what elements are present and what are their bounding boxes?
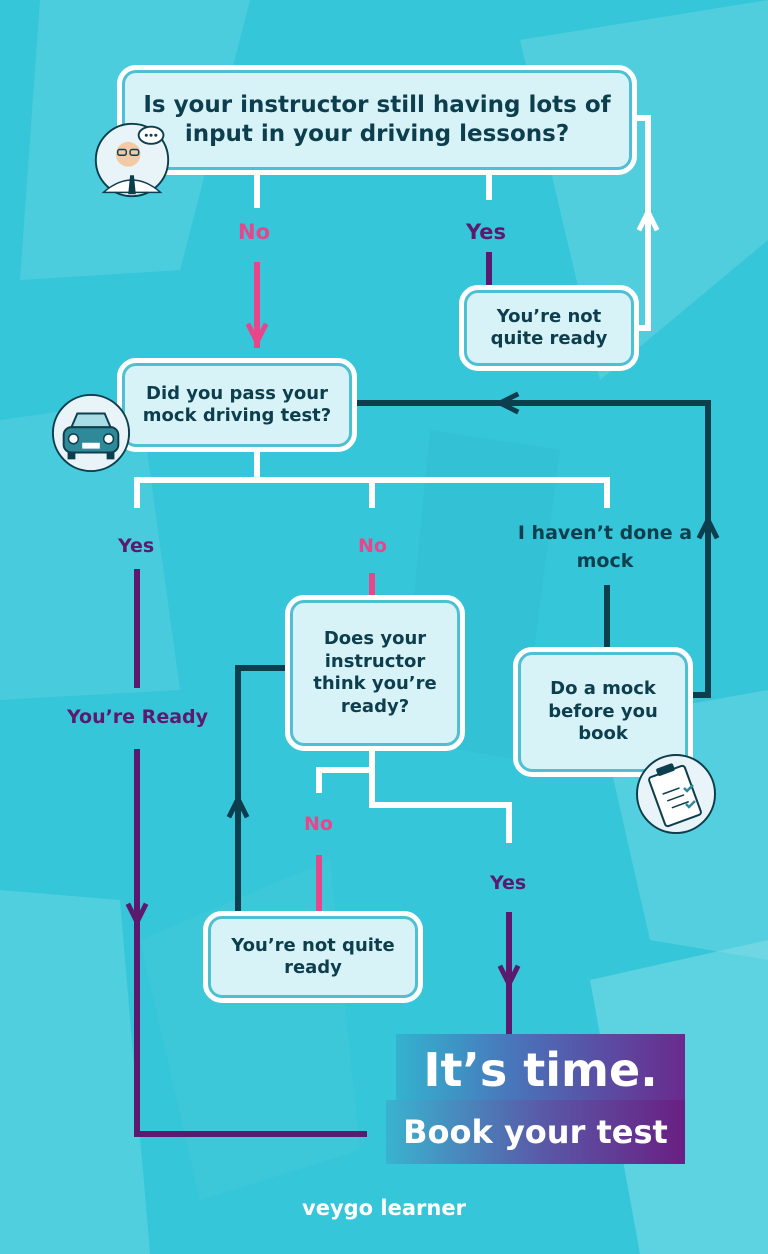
connector-q1-loop: [629, 115, 651, 331]
action-do-mock-text: Do a mock before you book: [548, 678, 658, 745]
arrow-up-q1-loop: [636, 206, 660, 232]
question-instructor-input: Is your instructor still having lots of …: [117, 65, 637, 175]
result-not-ready-bottom-text: You’re not quite ready: [231, 934, 395, 979]
connector-q3-branch: [316, 742, 512, 843]
question-mock-test: Did you pass your mock driving test?: [117, 358, 357, 452]
car-icon: [51, 393, 131, 473]
action-do-mock: Do a mock before you book: [513, 647, 693, 777]
label-youre-ready: You’re Ready: [67, 706, 209, 728]
arrow-left-q2: [494, 391, 520, 415]
result-not-ready-bottom: You’re not quite ready: [203, 911, 423, 1003]
label-q1-yes: Yes: [466, 220, 507, 244]
cta-book-test[interactable]: Book your test: [386, 1100, 685, 1164]
result-not-ready-top: You’re not quite ready: [459, 285, 639, 371]
result-not-ready-top-text: You’re not quite ready: [490, 305, 608, 350]
cta-its-time: It’s time.: [396, 1034, 685, 1106]
arrow-down-ready: [125, 902, 149, 928]
arrow-down-q1-no: [245, 322, 269, 348]
label-q3-yes: Yes: [490, 872, 527, 894]
arrow-down-q3-yes: [497, 964, 521, 990]
clipboard-icon: [636, 754, 716, 834]
label-q3-no: No: [304, 813, 333, 835]
label-q1-no: No: [238, 220, 271, 244]
veygo-learner-logo: veygo learner: [302, 1196, 466, 1220]
question-instructor-input-text: Is your instructor still having lots of …: [143, 92, 611, 147]
connector-ready-to-cta: [134, 749, 367, 1137]
question-instructor-ready: Does your instructor think you’re ready?: [285, 595, 465, 751]
connector-not-ready-loop: [235, 665, 293, 913]
label-q2-none: I haven’t done a mock: [517, 522, 693, 572]
arrow-up-not-ready: [226, 793, 250, 819]
label-q2-yes: Yes: [118, 535, 155, 557]
arrow-up-mock: [696, 514, 720, 540]
connector-mock-to-q2: [351, 400, 711, 698]
label-q2-no: No: [358, 535, 387, 557]
connector-q2-branch: [134, 447, 610, 508]
question-instructor-ready-text: Does your instructor think you’re ready?: [313, 628, 437, 717]
instructor-avatar-icon: [94, 122, 170, 198]
question-mock-test-text: Did you pass your mock driving test?: [142, 382, 332, 427]
